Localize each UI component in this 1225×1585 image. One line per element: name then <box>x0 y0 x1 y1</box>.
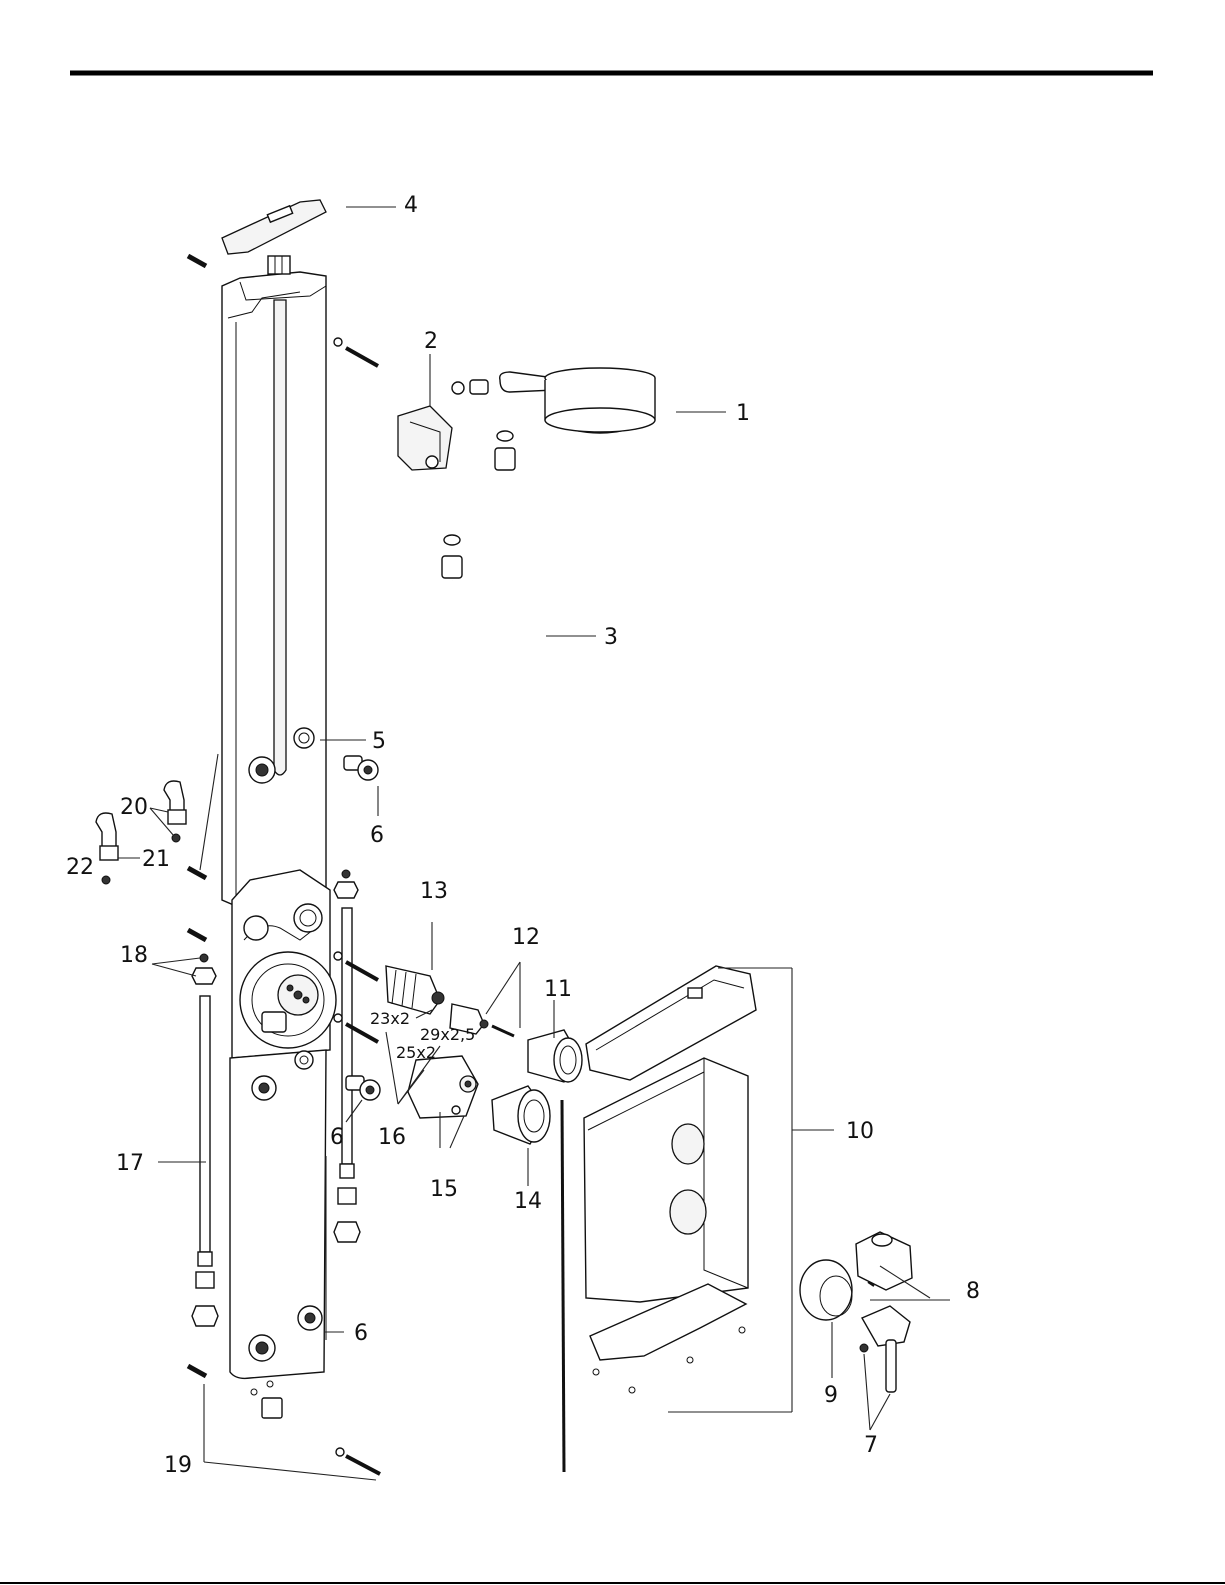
callout-18: 18 <box>120 943 148 968</box>
hex-nut-lower-1 <box>252 1076 276 1100</box>
callout-5: 5 <box>372 729 386 754</box>
callout-13: 13 <box>420 879 448 904</box>
callout-1: 1 <box>736 401 750 426</box>
cover-part-10 <box>584 966 756 1393</box>
dimension-o-ring-29x2-5: 29x2,5 <box>420 1025 475 1044</box>
callout-4: 4 <box>404 193 418 218</box>
callout-21: 21 <box>142 847 170 872</box>
callout-19: 19 <box>164 1453 192 1478</box>
connection-pipe-part-17 <box>192 996 218 1326</box>
callout-2: 2 <box>424 329 438 354</box>
hand-shower-part-1 <box>452 368 655 433</box>
screw-bottom-left <box>188 1366 206 1376</box>
hex-nut-lower-2 <box>249 1335 275 1361</box>
callout-8: 8 <box>966 1279 980 1304</box>
trim-rod <box>562 1100 564 1472</box>
screw-top-left <box>188 256 206 266</box>
callout-6-upper: 6 <box>370 823 384 848</box>
shower-hose-part-3 <box>442 431 545 922</box>
diverter-part-15 <box>408 1056 478 1118</box>
screw-with-washer-bottom <box>336 1448 380 1474</box>
callout-17: 17 <box>116 1151 144 1176</box>
callout-7: 7 <box>864 1433 878 1458</box>
callout-9: 9 <box>824 1383 838 1408</box>
connection-pipe-right <box>334 870 360 1242</box>
top-cap-part-4 <box>222 200 326 274</box>
shower-holder-part-2 <box>398 406 452 470</box>
check-valve-part-6-upper <box>344 756 378 780</box>
thermostat-cartridge-part-13 <box>386 966 444 1014</box>
wall-outlet-upper <box>294 728 314 748</box>
dimension-o-ring-23x2: 23x2 <box>370 1009 410 1028</box>
screw-left-2 <box>188 930 206 940</box>
lever-handle-part-7 <box>860 1306 910 1392</box>
hex-nut-upper <box>249 757 275 783</box>
callout-14: 14 <box>514 1189 542 1214</box>
callout-20: 20 <box>120 795 148 820</box>
callout-22: 22 <box>66 855 94 880</box>
callout-6-lower: 6 <box>354 1321 368 1346</box>
callout-6-middle: 6 <box>330 1125 344 1150</box>
elbow-connector-part-21 <box>96 813 118 860</box>
sleeve-part-11 <box>528 1030 582 1082</box>
callout-10: 10 <box>846 1119 874 1144</box>
dimension-o-ring-25x2: 25x2 <box>396 1043 436 1062</box>
rosette-part-9 <box>800 1260 852 1320</box>
screw-left-1 <box>188 868 206 878</box>
sleeve-part-14 <box>492 1086 550 1144</box>
washer-part-22 <box>102 876 110 884</box>
callout-3: 3 <box>604 625 618 650</box>
shower-column-panel <box>222 272 336 1418</box>
hex-nut-lower-3 <box>298 1306 322 1330</box>
screw-with-washer-top <box>334 338 378 366</box>
callout-16: 16 <box>378 1125 406 1150</box>
callout-12: 12 <box>512 925 540 950</box>
callout-15: 15 <box>430 1177 458 1202</box>
screw-with-washer-mid-1 <box>334 952 378 980</box>
callout-11: 11 <box>544 977 572 1002</box>
